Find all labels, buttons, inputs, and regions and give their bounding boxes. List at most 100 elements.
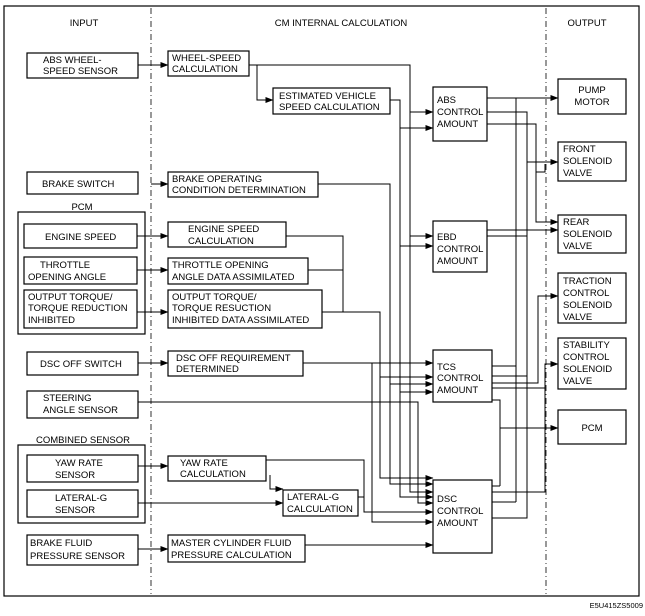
brake-operating-condition-line2: CONDITION DETERMINATION: [172, 185, 306, 196]
pcm-output-label: PCM: [581, 423, 602, 434]
throttle-opening-angle-block: [23, 256, 138, 285]
stability-control-solenoid-block: [557, 337, 627, 390]
ebd-control-line3: AMOUNT: [437, 256, 478, 267]
pump-motor-block: [557, 78, 627, 115]
throttle-opening-angle-line2: OPENING ANGLE: [28, 272, 106, 283]
header-internal: CM INTERNAL CALCULATION: [275, 18, 408, 29]
abs-control-line1: ABS: [437, 95, 456, 106]
brake-fluid-pressure-sensor-block: [26, 534, 139, 566]
dsc-off-switch-block: [26, 351, 139, 376]
brake-fluid-pressure-sensor-line2: PRESSURE SENSOR: [30, 551, 125, 562]
brake-operating-condition-line1: BRAKE OPERATING: [172, 174, 262, 185]
traction-control-solenoid-block: [557, 272, 627, 324]
dsc-control-line1: DSC: [437, 494, 457, 505]
dsc-off-requirement-line1: DSC OFF REQUIREMENT: [176, 353, 291, 364]
pump-motor-line2: MOTOR: [574, 97, 609, 108]
rear-solenoid-line1: REAR: [563, 217, 590, 228]
tcs-control-amount-block: [432, 349, 493, 403]
stability-line1: STABILITY: [563, 340, 610, 351]
combined-sensor-group-frame: [17, 444, 146, 524]
brake-switch-label: BRAKE SWITCH: [42, 179, 114, 190]
connection-lines: [137, 62, 559, 552]
front-solenoid-valve-block: [557, 141, 627, 182]
wheel-speed-calculation-block: [167, 50, 250, 77]
yaw-rate-sensor-block: [26, 454, 139, 483]
ebd-control-amount-block: [432, 220, 488, 273]
steering-angle-sensor-block: [26, 390, 139, 419]
engine-speed-block: [23, 223, 138, 249]
engine-speed-calculation-block: [167, 221, 287, 248]
abs-control-line3: AMOUNT: [437, 119, 478, 130]
front-solenoid-line2: SOLENOID: [563, 156, 612, 167]
output-torque-line3: INHIBITED: [28, 315, 75, 326]
lateral-g-sensor-line1: LATERAL-G: [55, 493, 107, 504]
steering-angle-sensor-line2: ANGLE SENSOR: [43, 405, 118, 416]
output-torque-line1: OUTPUT TORQUE/: [28, 292, 113, 303]
lateral-g-calculation-block: [282, 489, 359, 517]
ebd-control-line2: CONTROL: [437, 244, 483, 255]
lateral-g-calculation-line2: CALCULATION: [287, 504, 353, 515]
estimated-vehicle-speed-block: [272, 87, 391, 115]
rear-solenoid-line2: SOLENOID: [563, 229, 612, 240]
engine-speed-label: ENGINE SPEED: [45, 232, 116, 243]
engine-speed-calculation-line1: ENGINE SPEED: [188, 224, 259, 235]
rear-solenoid-line3: VALVE: [563, 241, 592, 252]
master-cylinder-pressure-line2: PRESSURE CALCULATION: [171, 550, 292, 561]
traction-line4: VALVE: [563, 312, 592, 323]
abs-wheel-speed-sensor-line1: ABS WHEEL-: [43, 55, 102, 66]
front-solenoid-line1: FRONT: [563, 144, 596, 155]
dsc-control-line2: CONTROL: [437, 506, 483, 517]
pcm-output-block: [557, 409, 627, 445]
torque-data-assimilated-line3: INHIBITED DATA ASSIMILATED: [172, 315, 309, 326]
figure-code: E5U415ZS5009: [590, 601, 643, 610]
dsc-off-switch-label: DSC OFF SWITCH: [40, 359, 122, 370]
wheel-speed-calculation-line1: WHEEL-SPEED: [172, 53, 241, 64]
lateral-g-sensor-line2: SENSOR: [55, 505, 95, 516]
dsc-off-requirement-line2: DETERMINED: [176, 364, 239, 375]
tcs-control-line3: AMOUNT: [437, 385, 478, 396]
yaw-rate-sensor-line2: SENSOR: [55, 470, 95, 481]
traction-line3: SOLENOID: [563, 300, 612, 311]
ebd-control-line1: EBD: [437, 232, 457, 243]
yaw-rate-calculation-block: [167, 455, 267, 482]
torque-data-assimilated-line1: OUTPUT TORQUE/: [172, 292, 257, 303]
front-solenoid-line3: VALVE: [563, 168, 592, 179]
engine-speed-calculation-line2: CALCULATION: [188, 236, 254, 247]
lateral-g-calculation-line1: LATERAL-G: [287, 492, 339, 503]
lateral-g-sensor-block: [26, 489, 139, 518]
throttle-data-assimilated-block: [167, 257, 309, 285]
pcm-group-label: PCM: [71, 202, 92, 213]
stability-line4: VALVE: [563, 376, 592, 387]
tcs-control-line1: TCS: [437, 362, 456, 373]
yaw-rate-calculation-line2: CALCULATION: [180, 469, 246, 480]
brake-operating-condition-block: [167, 171, 319, 198]
torque-data-assimilated-line2: TORQUE RESUCTION: [172, 303, 271, 314]
diagram-frame: [3, 5, 640, 597]
tcs-control-line2: CONTROL: [437, 373, 483, 384]
wheel-speed-calculation-line2: CALCULATION: [172, 64, 238, 75]
stability-line3: SOLENOID: [563, 364, 612, 375]
stability-line2: CONTROL: [563, 352, 609, 363]
traction-line2: CONTROL: [563, 288, 609, 299]
output-torque-line2: TORQUE REDUCTION: [28, 303, 128, 314]
combined-sensor-group-label: COMBINED SENSOR: [36, 435, 130, 446]
rear-solenoid-valve-block: [557, 214, 627, 254]
abs-wheel-speed-sensor-line2: SPEED SENSOR: [43, 66, 118, 77]
pcm-group-frame: [17, 211, 146, 335]
estimated-vehicle-speed-line2: SPEED CALCULATION: [279, 102, 380, 113]
yaw-rate-sensor-line1: YAW RATE: [55, 458, 103, 469]
dsc-off-requirement-block: [167, 350, 304, 377]
abs-control-amount-block: [432, 86, 488, 142]
brake-fluid-pressure-sensor-line1: BRAKE FLUID: [30, 538, 92, 549]
abs-control-line2: CONTROL: [437, 107, 483, 118]
yaw-rate-calculation-line1: YAW RATE: [180, 458, 228, 469]
traction-line1: TRACTION: [563, 276, 612, 287]
brake-switch-block: [26, 171, 139, 195]
steering-angle-sensor-line1: STEERING: [43, 393, 92, 404]
output-torque-block: [23, 289, 138, 329]
header-input: INPUT: [70, 18, 99, 29]
abs-wheel-speed-sensor-block: [26, 52, 139, 79]
master-cylinder-pressure-line1: MASTER CYLINDER FLUID: [171, 538, 291, 549]
dsc-control-line3: AMOUNT: [437, 518, 478, 529]
